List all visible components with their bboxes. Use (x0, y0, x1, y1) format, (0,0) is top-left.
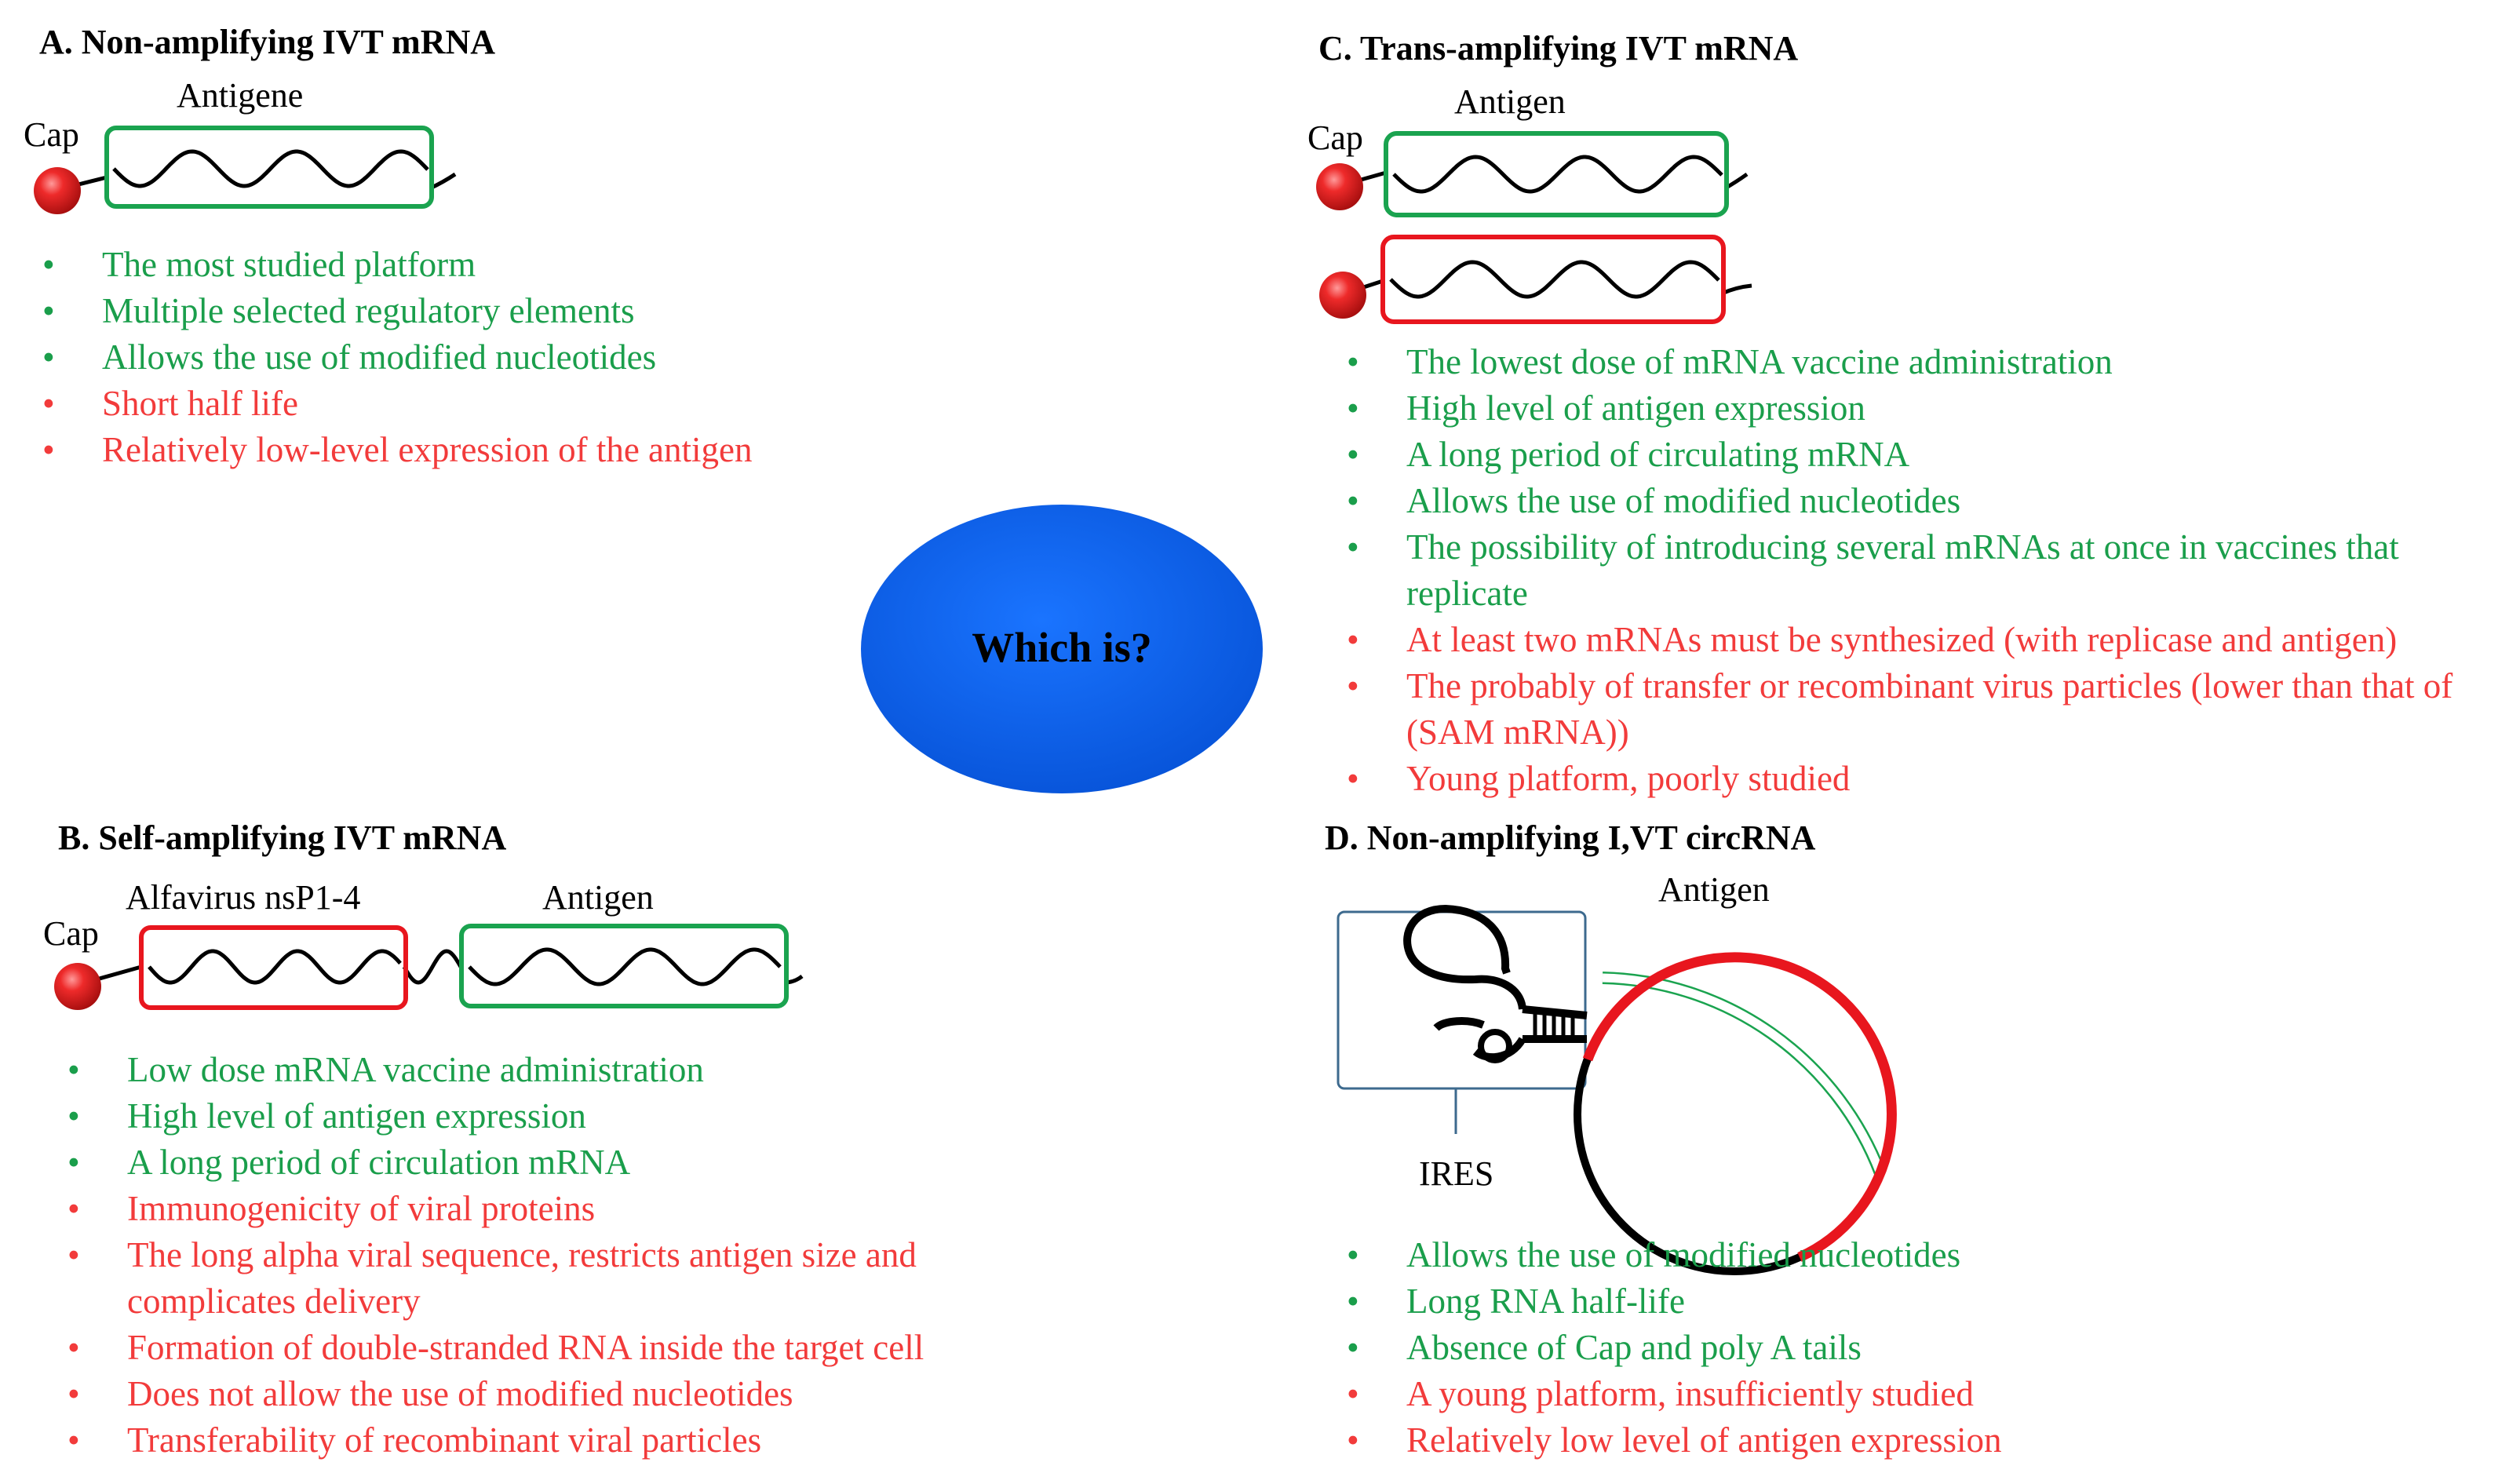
panel-d-ires-label: IRES (1419, 1154, 1494, 1193)
advantage-item: Low dose mRNA vaccine administration (67, 1047, 1041, 1093)
panel-a-construct (34, 126, 457, 214)
advantage-item: The most studied platform (42, 242, 890, 288)
panel-a-antigen-box (104, 126, 434, 209)
panel-a-title: A. Non-amplifying IVT mRNA (39, 23, 496, 61)
disadvantage-item: A young platform, insufficiently studied (1347, 1371, 2288, 1417)
panel-b-title: B. Self-amplifying IVT mRNA (58, 819, 507, 857)
panel-d-antigen-outline-inner (1602, 973, 1885, 1175)
disadvantage-item: The long alpha viral sequence, restricts… (67, 1232, 1041, 1325)
panel-b-antigen-wave (468, 947, 782, 986)
advantage-item: A long period of circulating mRNA (1347, 432, 2500, 478)
panel-b-features-list: Low dose mRNA vaccine administrationHigh… (67, 1047, 1041, 1464)
advantage-item: Allows the use of modified nucleotides (1347, 1232, 2288, 1278)
disadvantage-item: The probably of transfer or recombinant … (1347, 663, 2500, 756)
disadvantage-item: Immunogenicity of viral proteins (67, 1186, 1041, 1232)
panel-d-ires-box (1337, 910, 1587, 1090)
panel-c-title: C. Trans-amplifying IVT mRNA (1318, 29, 1799, 67)
panel-d-features-list: Allows the use of modified nucleotidesLo… (1347, 1232, 2288, 1464)
panel-b-replicase-wave (148, 949, 402, 985)
panel-a-features-list: The most studied platformMultiple select… (42, 242, 890, 473)
panel-a-antigen-label: Antigene (177, 76, 304, 115)
panel-c-upper-cap-icon (1316, 163, 1363, 210)
panel-d-construct (1337, 904, 1897, 1275)
panel-c-cap-label: Cap (1307, 119, 1363, 157)
panel-d-ires-loop (1403, 904, 1526, 1010)
panel-a-cap-label: Cap (24, 115, 79, 154)
panel-d-antigen-label: Antigen (1658, 870, 1770, 909)
panel-b-replicase-label: Alfavirus nsP1-4 (126, 878, 361, 917)
panel-d-title: D. Non-amplifying I,VT circRNA (1325, 819, 1816, 857)
panel-c-antigen-label: Antigen (1454, 82, 1566, 121)
disadvantage-item: Does not allow the use of modified nucle… (67, 1371, 1041, 1417)
advantage-item: Absence of Cap and poly A tails (1347, 1325, 2288, 1371)
advantage-item: Allows the use of modified nucleotides (1347, 478, 2500, 524)
panel-b-cap-icon (54, 963, 101, 1010)
panel-c-lower-tail-strand (1720, 283, 1752, 296)
panel-d-antigen-arc (1582, 952, 1897, 1262)
panel-d-ires-base (1433, 1017, 1526, 1061)
disadvantage-item: Relatively low level of antigen expressi… (1347, 1417, 2288, 1464)
advantage-item: Allows the use of modified nucleotides (42, 334, 890, 381)
center-question-oval (861, 505, 1263, 793)
panel-c-lower-cap-icon (1319, 272, 1366, 319)
panel-c-antigen-box (1384, 131, 1729, 217)
disadvantage-item: Transferability of recombinant viral par… (67, 1417, 1041, 1464)
panel-a-cap-icon (34, 167, 81, 214)
disadvantage-item: At least two mRNAs must be synthesized (… (1347, 617, 2500, 663)
panel-b-cap-label: Cap (43, 914, 99, 953)
advantage-item: Multiple selected regulatory elements (42, 288, 890, 334)
panel-c-construct (1316, 131, 1752, 324)
panel-b-linker-strand (402, 949, 463, 985)
disadvantage-item: Relatively low-level expression of the a… (42, 427, 890, 473)
panel-a-antigen-wave (112, 149, 429, 188)
panel-c-features-list: The lowest dose of mRNA vaccine administ… (1347, 339, 2500, 802)
disadvantage-item: Formation of double-stranded RNA inside … (67, 1325, 1041, 1371)
panel-c-replicase-box (1380, 235, 1726, 324)
panel-b-replicase-box (139, 925, 408, 1010)
panel-b-antigen-label: Antigen (542, 878, 654, 917)
disadvantage-item: Young platform, poorly studied (1347, 756, 2500, 802)
panel-c-antigen-wave (1392, 155, 1723, 194)
advantage-item: High level of antigen expression (67, 1093, 1041, 1139)
advantage-item: The lowest dose of mRNA vaccine administ… (1347, 339, 2500, 385)
advantage-item: The possibility of introducing several m… (1347, 524, 2500, 617)
panel-d-antigen-outline (1602, 972, 1887, 1176)
panel-b-antigen-box (459, 924, 789, 1008)
center-question-text: Which is? (972, 624, 1152, 671)
panel-d-ires-stem-rungs (1533, 1011, 1575, 1039)
panel-c-replicase-wave (1389, 260, 1720, 299)
advantage-item: A long period of circulation mRNA (67, 1139, 1041, 1186)
advantage-item: Long RNA half-life (1347, 1278, 2288, 1325)
advantage-item: High level of antigen expression (1347, 385, 2500, 432)
disadvantage-item: Short half life (42, 381, 890, 427)
panel-b-construct (54, 924, 804, 1010)
